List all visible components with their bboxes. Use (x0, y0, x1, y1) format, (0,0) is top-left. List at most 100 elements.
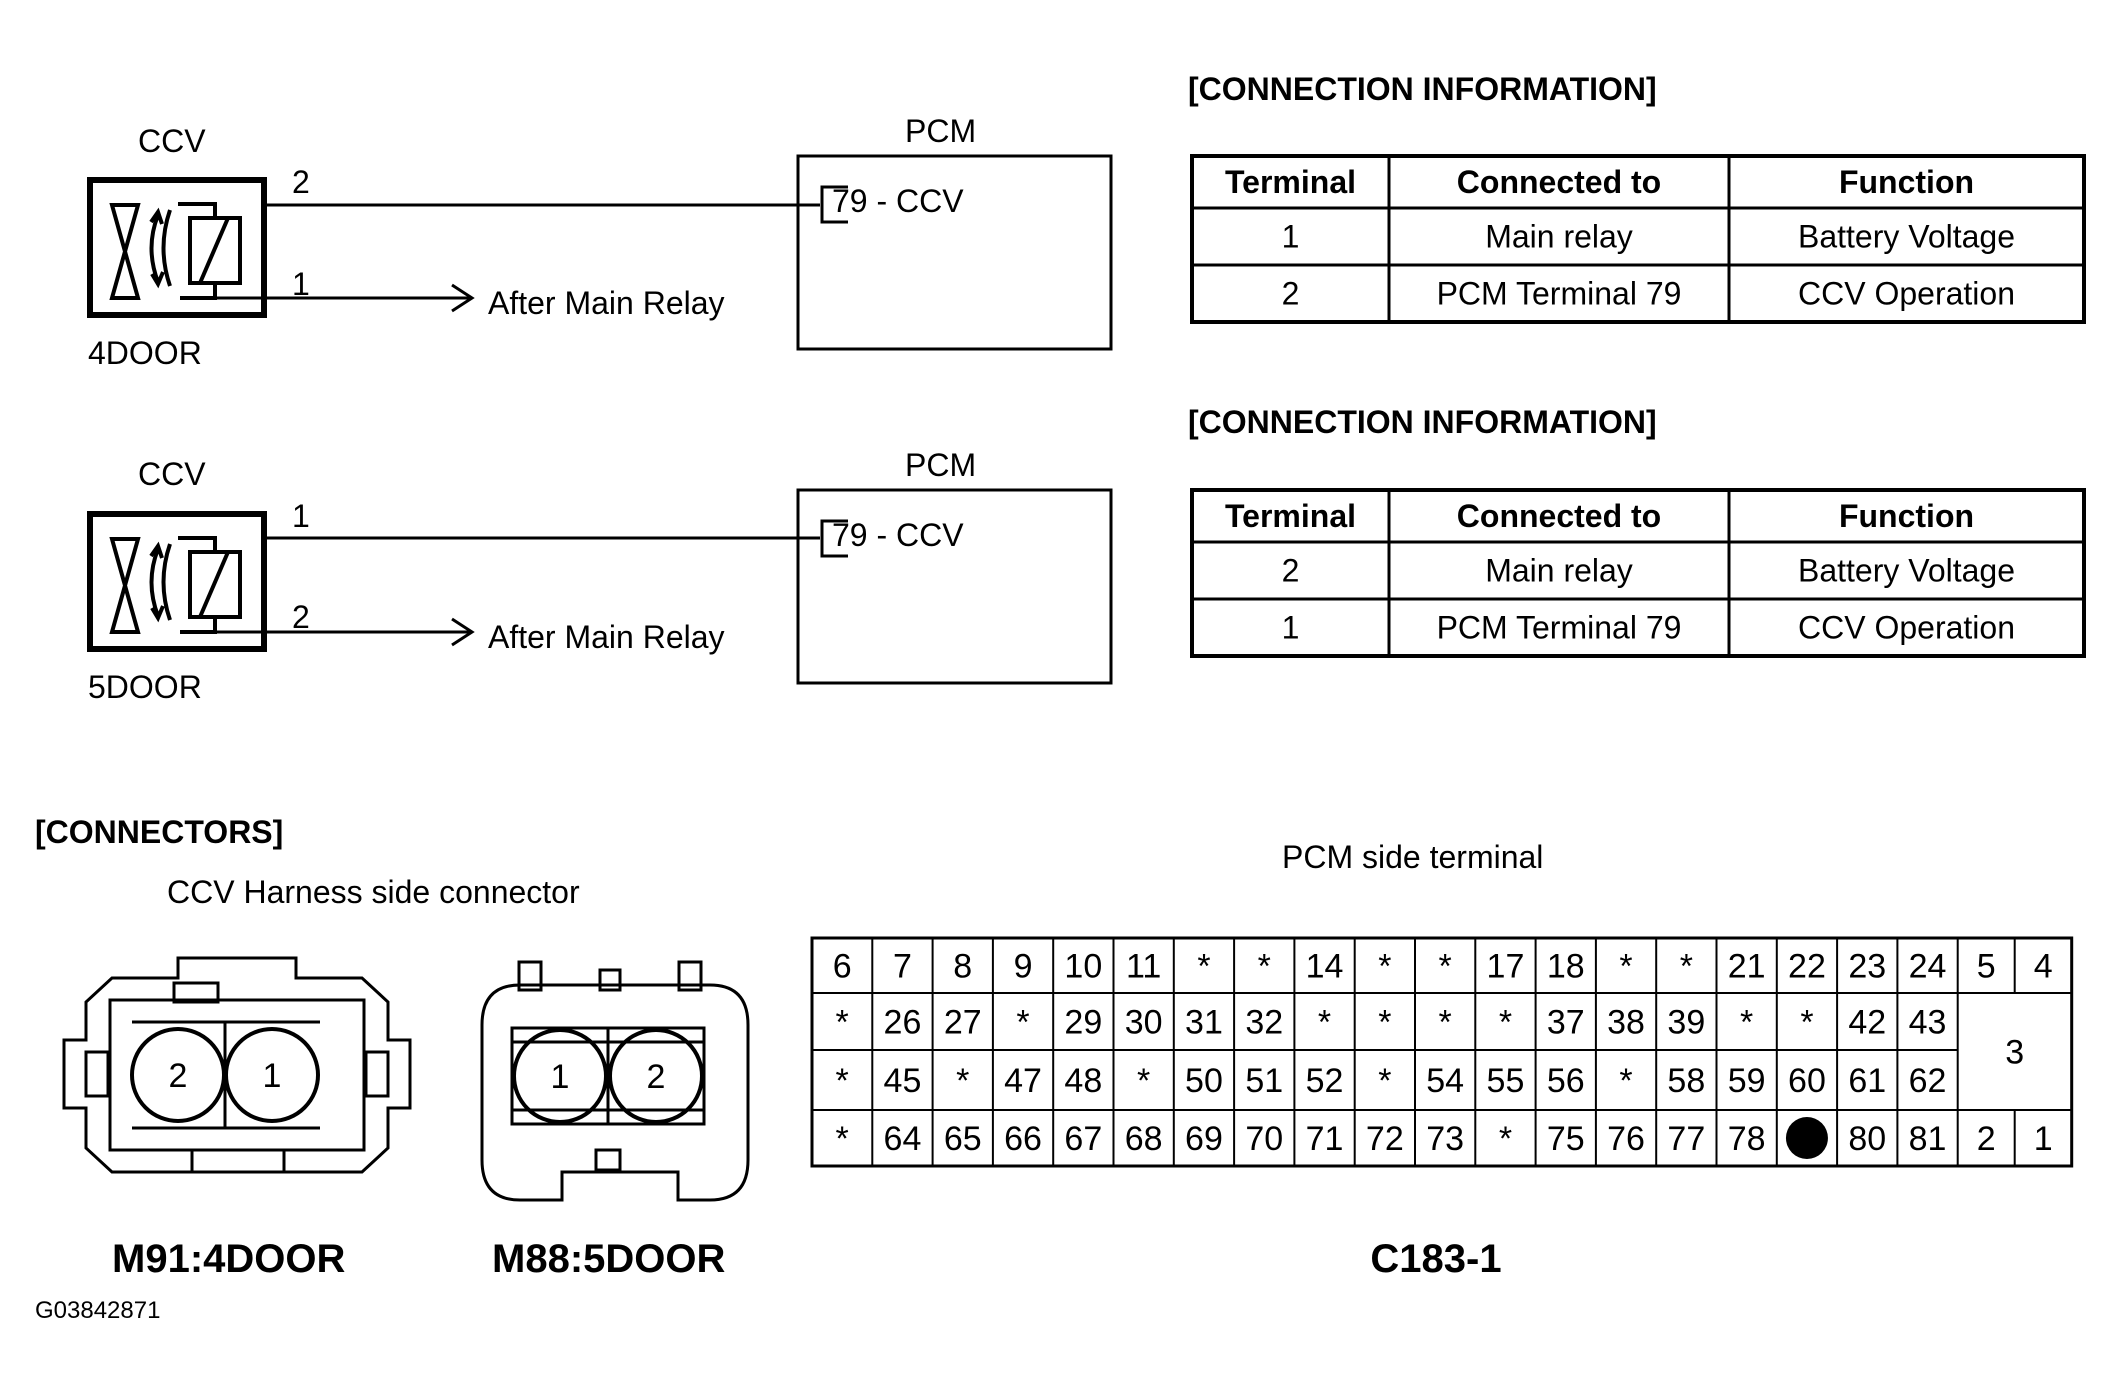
terminal-number: 6 (833, 948, 852, 986)
unused-terminal: * (956, 1062, 969, 1100)
ccv-label-5door: CCV (138, 456, 206, 492)
terminal-number: 1 (2034, 1120, 2053, 1158)
arrow-right-icon (451, 617, 475, 647)
m88-label: M88:5DOOR (492, 1237, 725, 1281)
m91-label: M91:4DOOR (112, 1237, 345, 1281)
table-heading: [CONNECTION INFORMATION] (1188, 71, 1657, 107)
terminal-number: 26 (884, 1004, 922, 1042)
table-heading: [CONNECTION INFORMATION] (1188, 404, 1657, 440)
ccv-valve-box-4door (87, 177, 267, 318)
unused-terminal: * (1619, 948, 1632, 986)
pin2-label-5door: 2 (292, 599, 310, 635)
table-header-cell: Function (1839, 498, 1974, 534)
circuit-5door: CCV 1 2 After Main Relay 5DOOR PCM 79 - … (87, 447, 1113, 705)
terminal-number: 52 (1306, 1062, 1344, 1100)
terminal-number: 21 (1728, 948, 1766, 986)
valve-symbol-icon (109, 536, 242, 634)
table-border (1190, 154, 2086, 324)
table-border (1190, 488, 2086, 658)
pcm-side-title: PCM side terminal (1282, 839, 1543, 875)
terminal-number: 3 (2005, 1034, 2024, 1072)
terminal-number: 67 (1064, 1120, 1102, 1158)
terminal-number: 65 (944, 1120, 982, 1158)
unused-terminal: * (1499, 1004, 1512, 1042)
unused-terminal: * (1016, 1004, 1029, 1042)
unused-terminal: * (1499, 1120, 1512, 1158)
terminal-number: 2 (1977, 1120, 1996, 1158)
terminal-number: 42 (1848, 1004, 1886, 1042)
terminal-number: 45 (884, 1062, 922, 1100)
terminal-number: 48 (1064, 1062, 1102, 1100)
terminal-number: 70 (1245, 1120, 1283, 1158)
connectors-heading: [CONNECTORS] (35, 814, 283, 850)
terminal-number: 61 (1848, 1062, 1886, 1100)
terminal-number: 81 (1909, 1120, 1947, 1158)
terminal-number: 29 (1064, 1004, 1102, 1042)
pin1-label-4door: 1 (292, 266, 310, 302)
table-cell: 2 (1282, 276, 1300, 312)
table-header-cell: Function (1839, 164, 1974, 200)
unused-terminal: * (1740, 1004, 1753, 1042)
pcm-terminal-4door: 79 - CCV (832, 183, 964, 219)
terminal-number: 27 (944, 1004, 982, 1042)
terminal-number: 31 (1185, 1004, 1223, 1042)
variant-label-4door: 4DOOR (88, 335, 202, 371)
table-cell: Main relay (1485, 219, 1633, 255)
pcm-box-4door (796, 154, 1113, 351)
table-cell: 1 (1282, 610, 1300, 646)
terminal-number: 80 (1848, 1120, 1886, 1158)
unused-terminal: * (1318, 1004, 1331, 1042)
terminal-number: 72 (1366, 1120, 1404, 1158)
table-cell: PCM Terminal 79 (1437, 610, 1682, 646)
terminal-number: 5 (1977, 948, 1996, 986)
unused-terminal: * (836, 1004, 849, 1042)
unused-terminal: * (1197, 948, 1210, 986)
m88-pin-left: 1 (551, 1058, 570, 1096)
terminal-number: 55 (1487, 1062, 1525, 1100)
terminal-number: 51 (1245, 1062, 1283, 1100)
terminal-number: 73 (1426, 1120, 1464, 1158)
terminal-number: 66 (1004, 1120, 1042, 1158)
table-cell: CCV Operation (1798, 276, 2015, 312)
terminal-number: 54 (1426, 1062, 1464, 1100)
valve-symbol-icon (109, 202, 242, 300)
terminal-number: 23 (1848, 948, 1886, 986)
ccv-label-4door: CCV (138, 123, 206, 159)
unused-terminal: * (836, 1120, 849, 1158)
table-cell: Main relay (1485, 553, 1633, 589)
unused-terminal: * (1439, 1004, 1452, 1042)
terminal-number: 32 (1245, 1004, 1283, 1042)
terminal-bracket-icon (820, 519, 848, 558)
table-header-cell: Terminal (1225, 164, 1356, 200)
terminal-number: 50 (1185, 1062, 1223, 1100)
pcm-terminal-5door: 79 - CCV (832, 517, 964, 553)
terminal-number: 69 (1185, 1120, 1223, 1158)
c183-label: C183-1 (1370, 1237, 1501, 1281)
terminal-number: 10 (1064, 948, 1102, 986)
unused-terminal: * (1258, 948, 1271, 986)
terminal-bracket-icon (820, 185, 848, 224)
terminal-number: 64 (884, 1120, 922, 1158)
terminal-number: 38 (1607, 1004, 1645, 1042)
terminal-number: 59 (1728, 1062, 1766, 1100)
figure-id: G03842871 (35, 1297, 160, 1324)
circuit-4door: CCV 2 1 After Main Relay 4DOOR PCM 79 - … (87, 113, 1113, 371)
table-header-cell: Terminal (1225, 498, 1356, 534)
after-main-relay-5door: After Main Relay (488, 619, 725, 655)
terminal-number: 18 (1547, 948, 1585, 986)
terminal-number: 60 (1788, 1062, 1826, 1100)
terminal-number: 37 (1547, 1004, 1585, 1042)
m91-pin-left: 2 (169, 1057, 188, 1095)
unused-terminal: * (1619, 1062, 1632, 1100)
table-cell: Battery Voltage (1798, 553, 2015, 589)
unused-terminal: * (1680, 948, 1693, 986)
m91-pin-right: 1 (263, 1057, 282, 1095)
harness-connector-title: CCV Harness side connector (167, 874, 580, 910)
terminal-number: 9 (1014, 948, 1033, 986)
pin1-label-5door: 1 (292, 498, 310, 534)
unused-terminal: * (1439, 948, 1452, 986)
terminal-number: 30 (1125, 1004, 1163, 1042)
terminal-number: 68 (1125, 1120, 1163, 1158)
